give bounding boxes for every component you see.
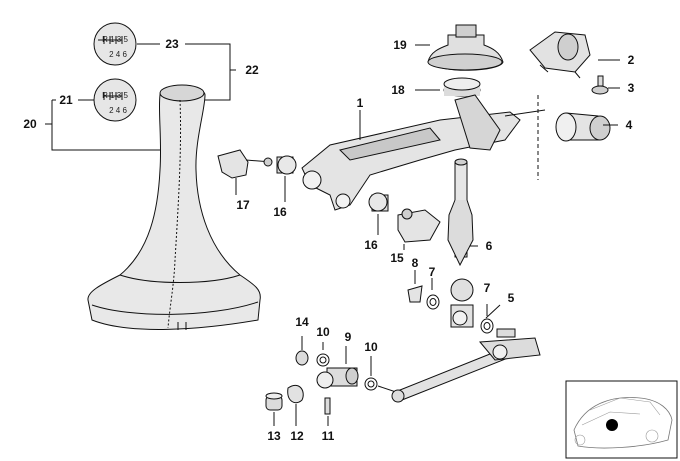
callout-7b: 7 [484,281,491,295]
washer-7a [426,294,440,310]
callout-1: 1 [357,96,364,110]
callout-21: 21 [59,93,73,107]
callout-9: 9 [345,330,352,344]
clip-15 [397,208,441,243]
knob-top-pattern-row2: 2 4 6 [109,50,127,59]
callout-3: 3 [628,81,635,95]
callout-10b: 10 [364,340,378,354]
callout-4: 4 [626,118,633,132]
callout-23: 23 [165,37,179,51]
callout-13: 13 [267,429,281,443]
callout-7a: 7 [429,265,436,279]
callout-18: 18 [391,83,405,97]
bushing-4 [555,112,611,142]
callout-15: 15 [390,251,404,265]
callout-6: 6 [486,239,493,253]
bushing-16-left [276,155,297,175]
shift-rod-6 [447,158,474,328]
clip-8 [407,285,423,303]
callout-14: 14 [295,315,309,329]
gear-knob-badge-top: R 1 3 5 2 4 6 [93,22,137,66]
gear-knob-badge-bottom: R 1 3 5 2 4 6 [93,78,137,122]
clip-17 [217,149,273,179]
pin-11 [324,397,331,415]
rubber-boot-19 [427,24,504,71]
knob-top-pattern-row1: R 1 3 5 [102,35,128,44]
washer-7b [480,318,494,334]
cap-13 [265,392,283,411]
pin-5 [496,328,516,338]
joint-9 [316,367,359,389]
clip-14 [295,350,309,366]
leader-20 [45,99,165,151]
callout-12: 12 [290,429,304,443]
callout-2: 2 [628,53,635,67]
callout-16-left: 16 [273,205,287,219]
knob-bottom-pattern-row2: 2 4 6 [109,106,127,115]
callout-5: 5 [508,291,515,305]
callout-19: 19 [393,38,407,52]
washer-10b [364,377,378,391]
shift-boot [87,84,261,330]
callout-16-right: 16 [364,238,378,252]
selector-rod [377,337,541,403]
bolt-3 [591,75,609,95]
car-locator-thumbnail [565,380,678,459]
callout-11: 11 [322,429,335,443]
knob-bottom-pattern-row1: R 1 3 5 [102,91,128,100]
callout-17: 17 [236,198,250,212]
shift-lever-1 [301,94,546,211]
callout-10a: 10 [316,325,330,339]
washer-10a [316,353,330,367]
callout-20: 20 [23,117,37,131]
ring-18 [443,77,481,97]
callout-22: 22 [245,63,259,77]
callout-8: 8 [412,256,419,270]
leader-lines [235,44,620,426]
mount-bracket-2 [529,31,591,79]
leader-22 [137,43,231,101]
bushing-16-right [368,192,389,212]
clip-12 [287,384,304,404]
location-marker [606,419,618,431]
